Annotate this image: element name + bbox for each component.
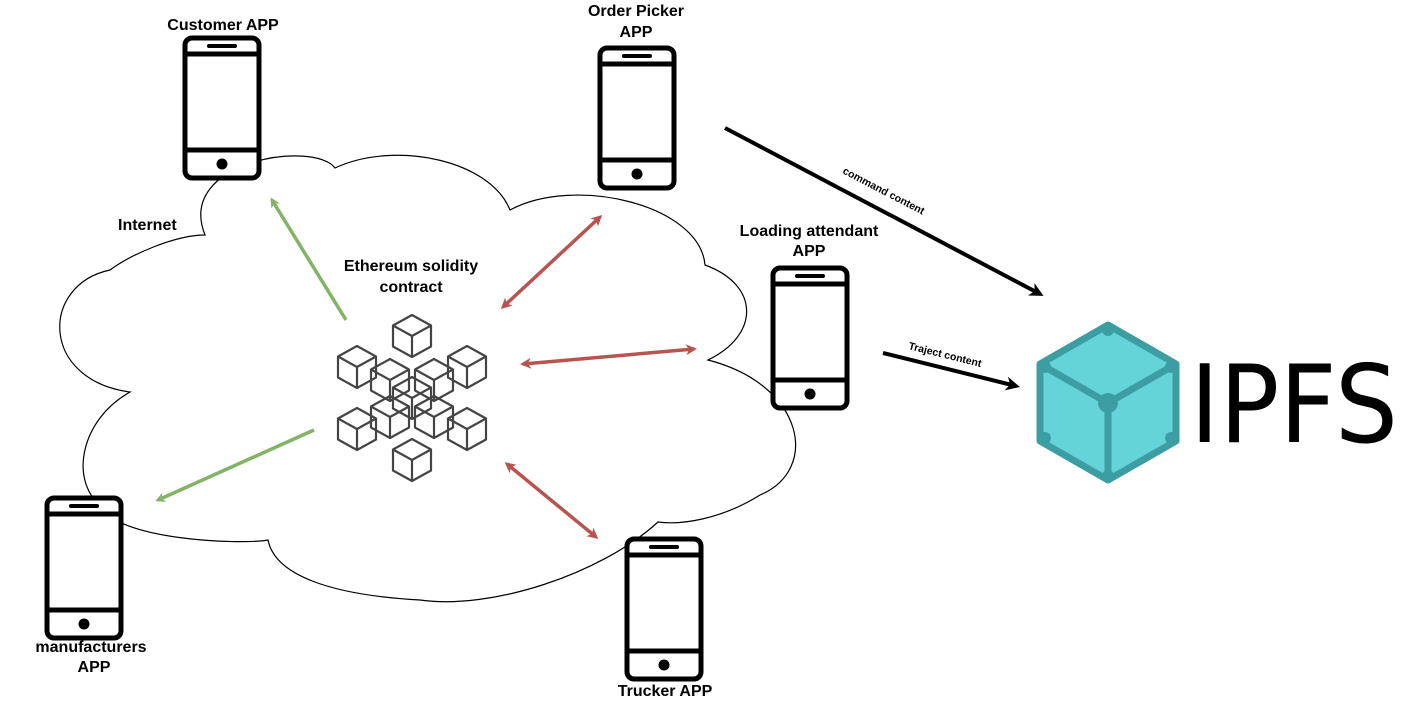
- traject-content-label: Traject content: [907, 340, 983, 370]
- internet-cloud: [59, 154, 797, 603]
- loading-attendant-app-phone-icon: [773, 268, 847, 408]
- order-picker-app-phone-icon: [600, 48, 674, 188]
- order-picker-app-label-line1: Order Picker: [588, 3, 684, 20]
- loading-attendant-app-label-line1: Loading attendant: [740, 223, 879, 240]
- customer-app-label: Customer APP: [167, 17, 279, 34]
- manufacturers-app-phone-icon: [47, 498, 121, 638]
- trucker-app-phone-icon: [627, 539, 701, 679]
- internet-label: Internet: [118, 217, 177, 234]
- contract-order-picker-arrow: [500, 214, 603, 310]
- contract-label-line2: contract: [379, 279, 443, 296]
- contract-trucker-arrow: [504, 462, 599, 539]
- manufacturers-app-label-line1: manufacturers: [35, 639, 146, 656]
- loading-attendant-app-label-line2: APP: [793, 243, 826, 260]
- customer-app-phone-icon: [185, 38, 259, 178]
- contract-to-manufacturers-arrow: [155, 428, 315, 502]
- traject-content-arrow: [882, 351, 1020, 391]
- trucker-app-label: Trucker APP: [618, 683, 713, 700]
- ipfs-wordmark: IPFS: [1190, 343, 1398, 468]
- ipfs-cube-icon: [1036, 321, 1180, 484]
- command-content-arrow: [724, 126, 1044, 296]
- manufacturers-app-label-line2: APP: [78, 659, 111, 676]
- contract-loading-attendant-arrow: [520, 344, 697, 369]
- order-picker-app-label-line2: APP: [620, 24, 653, 41]
- contract-label-line1: Ethereum solidity: [344, 258, 478, 275]
- contract-to-customer-arrow: [270, 197, 348, 321]
